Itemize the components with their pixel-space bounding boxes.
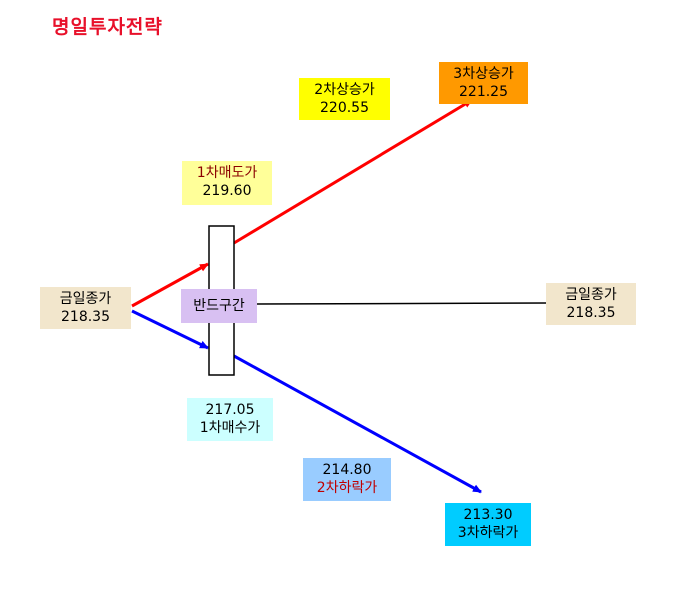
close-right-box: 금일종가 218.35 xyxy=(546,283,636,325)
buy1-label: 1차매수가 xyxy=(199,420,261,436)
close-right-value: 218.35 xyxy=(566,305,616,321)
rise2-label: 2차상승가 xyxy=(314,82,375,98)
arrow-to-fall3 xyxy=(233,354,482,494)
close-right-label: 금일종가 xyxy=(565,287,617,303)
buy1-value: 217.05 xyxy=(205,402,255,418)
fall2-value: 214.80 xyxy=(322,462,372,478)
fall2-label: 2차하락가 xyxy=(316,480,378,496)
fall3-value: 213.30 xyxy=(463,507,513,523)
rise3-box: 3차상승가 221.25 xyxy=(439,62,528,104)
fall3-box: 213.30 3차하락가 xyxy=(445,503,531,546)
close-left-value: 218.35 xyxy=(61,309,110,325)
connector-line xyxy=(256,302,549,305)
sell1-label: 1차매도가 xyxy=(196,165,258,181)
sell1-value: 219.60 xyxy=(202,183,252,199)
sell1-box: 1차매도가 219.60 xyxy=(182,161,272,205)
arrow-to-buy1 xyxy=(131,309,209,350)
rise2-value: 220.55 xyxy=(320,100,369,116)
close-left-label: 금일종가 xyxy=(59,291,112,307)
band-label: 반드구간 xyxy=(181,289,257,323)
fall2-box: 214.80 2차하락가 xyxy=(303,458,391,501)
page-title: 명일투자전략 xyxy=(52,16,163,38)
arrow-to-sell1 xyxy=(131,262,209,308)
fall3-label: 3차하락가 xyxy=(457,525,519,541)
rise3-label: 3차상승가 xyxy=(453,66,514,82)
close-left-box: 금일종가 218.35 xyxy=(40,287,131,329)
buy1-box: 217.05 1차매수가 xyxy=(187,398,273,441)
arrow-to-rise3 xyxy=(233,98,473,245)
rise3-value: 221.25 xyxy=(459,84,508,100)
rise2-box: 2차상승가 220.55 xyxy=(299,78,390,120)
